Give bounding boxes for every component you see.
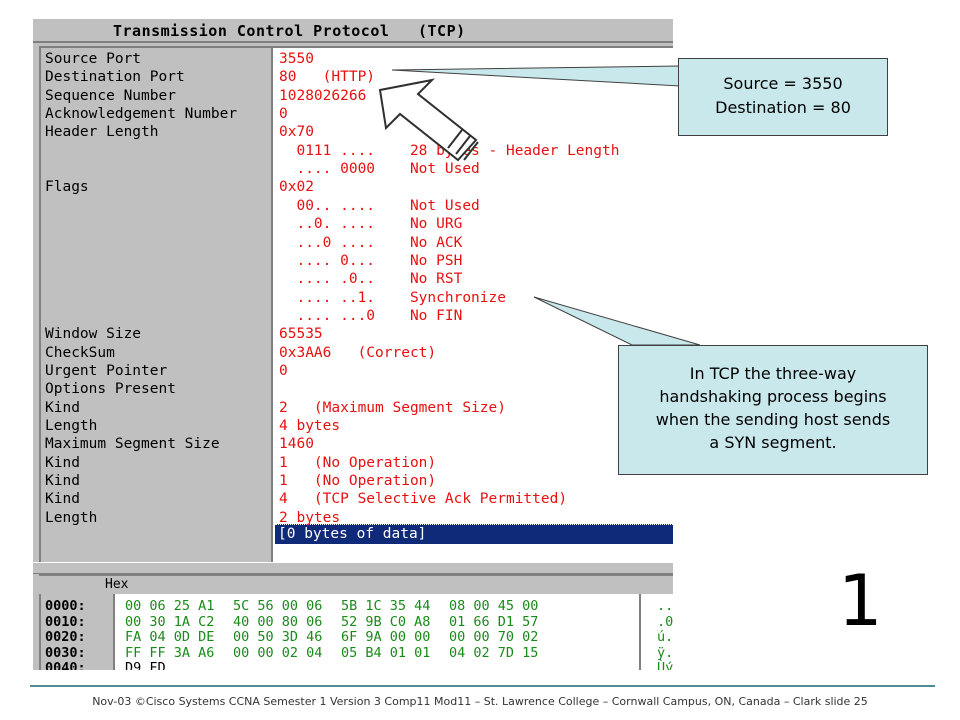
field-value[interactable]: 0x02 [279, 179, 314, 196]
field-name[interactable]: Kind [45, 454, 80, 471]
field-value[interactable]: 3550 [279, 51, 314, 67]
field-name[interactable]: Header Length [45, 124, 159, 141]
block-arrow-icon [378, 78, 479, 162]
field-value[interactable]: ..0. .... No URG [279, 216, 463, 233]
field-name[interactable]: Length [45, 418, 98, 434]
field-value[interactable]: 0x3AA6 (Correct) [279, 344, 437, 361]
ascii-divider [639, 594, 641, 670]
pane-splitter[interactable] [33, 562, 673, 574]
syn-callout-line: a SYN segment. [709, 433, 837, 452]
field-name[interactable]: Options Present [45, 381, 176, 398]
hex-ascii[interactable]: Ùý [657, 660, 673, 670]
hex-byte-group[interactable]: 05 B4 01 01 [341, 644, 431, 661]
hex-dump-pane[interactable]: 0000:0010:0020:0030:0040: 00 06 25 A1 5C … [39, 594, 673, 670]
field-name[interactable]: CheckSum [45, 344, 115, 361]
hex-byte-group[interactable]: 00 30 1A C2 [125, 613, 215, 630]
field-name[interactable]: Length [45, 509, 98, 526]
field-name[interactable]: Kind [45, 473, 80, 490]
hex-byte-group[interactable]: 6F 9A 00 00 [341, 629, 431, 646]
hex-byte-group[interactable]: FF FF 3A A6 [125, 644, 215, 661]
hex-byte-group[interactable]: 5C 56 00 06 [233, 598, 323, 614]
field-value[interactable]: 4 bytes [279, 418, 341, 434]
field-value[interactable]: 0 [279, 106, 288, 123]
hex-byte-group[interactable]: 00 50 3D 46 [233, 629, 323, 646]
hex-byte-group[interactable]: D9 FD [125, 660, 166, 670]
field-value[interactable]: 1 (No Operation) [279, 454, 437, 471]
hex-byte-group[interactable]: 5B 1C 35 44 [341, 598, 431, 614]
field-name[interactable]: Sequence Number [45, 87, 176, 104]
hex-offset: 0030: [45, 644, 86, 661]
field-value[interactable]: 1 (No Operation) [279, 473, 437, 490]
field-value[interactable]: .... ..1. Synchronize [279, 289, 506, 306]
selected-data-row[interactable]: [0 bytes of data] [275, 524, 673, 544]
ports-callout-line-1: Source = 3550 [723, 74, 843, 93]
field-value[interactable]: 1028026266 [279, 87, 367, 104]
packet-decoder-window: Transmission Control Protocol (TCP) Sour… [33, 18, 673, 670]
syn-callout-line: when the sending host sends [655, 410, 891, 429]
protocol-title-bar[interactable]: Transmission Control Protocol (TCP) [33, 18, 673, 43]
field-value[interactable]: 65535 [279, 326, 323, 343]
hex-byte-group[interactable]: 08 00 45 00 [449, 598, 539, 614]
hex-byte-group[interactable]: 52 9B C0 A8 [341, 613, 431, 630]
field-value[interactable]: 80 (HTTP) [279, 69, 376, 86]
hex-ascii[interactable]: .. [657, 598, 673, 614]
field-name[interactable]: Acknowledgement Number [45, 106, 238, 123]
field-name[interactable]: Window Size [45, 326, 142, 343]
field-name[interactable]: Urgent Pointer [45, 362, 168, 379]
field-value[interactable]: 2 (Maximum Segment Size) [279, 399, 506, 416]
slide-step-number: 1 [838, 560, 883, 642]
hex-byte-group[interactable]: 01 66 D1 57 [449, 613, 539, 630]
field-value[interactable]: .... ...0 No FIN [279, 307, 463, 324]
hex-byte-group[interactable]: 04 02 7D 15 [449, 644, 539, 661]
selected-data-label: [0 bytes of data] [278, 526, 427, 542]
hex-byte-group[interactable]: FA 04 0D DE [125, 629, 215, 646]
field-name[interactable]: Source Port [45, 51, 142, 67]
hex-byte-group[interactable]: 40 00 80 06 [233, 613, 323, 630]
field-value[interactable]: 2 bytes [279, 509, 341, 526]
hex-offset: 0010: [45, 613, 86, 630]
hex-byte-group[interactable]: 00 06 25 A1 [125, 598, 215, 614]
field-value[interactable]: 0x70 [279, 124, 314, 141]
hex-offset-column: 0000:0010:0020:0030:0040: [41, 594, 115, 670]
field-value[interactable]: 0 [279, 362, 288, 379]
hex-header: Hex [39, 574, 673, 594]
hex-ascii[interactable]: ú. [657, 629, 673, 646]
hex-label: Hex [105, 577, 129, 592]
hex-byte-group[interactable]: 00 00 70 02 [449, 629, 539, 646]
syn-callout-line: In TCP the three-way [689, 364, 857, 383]
ports-callout-tail [391, 65, 681, 87]
field-value[interactable]: ...0 .... No ACK [279, 234, 463, 251]
syn-callout-tail [533, 296, 701, 346]
field-name[interactable]: Destination Port [45, 69, 185, 86]
syn-callout-line: handshaking process begins [659, 387, 887, 406]
hex-ascii[interactable]: .0 [657, 613, 673, 630]
slide-footer: Nov-03 ©Cisco Systems CCNA Semester 1 Ve… [92, 695, 868, 708]
field-value[interactable]: .... 0... No PSH [279, 252, 463, 269]
hex-ascii[interactable]: ÿ. [657, 644, 673, 661]
field-value[interactable]: .... .0.. No RST [279, 271, 463, 288]
hex-offset: 0000: [45, 598, 86, 614]
hex-offset: 0020: [45, 629, 86, 646]
ports-callout-line-2: Destination = 80 [715, 98, 851, 117]
field-name[interactable]: Kind [45, 491, 80, 508]
ports-callout: Source = 3550 Destination = 80 [678, 58, 888, 136]
field-value[interactable]: .... 0000 Not Used [279, 161, 480, 178]
field-value[interactable]: 4 (TCP Selective Ack Permitted) [279, 491, 568, 508]
hex-byte-group[interactable]: 00 00 02 04 [233, 644, 323, 661]
field-value[interactable]: 00.. .... Not Used [279, 197, 480, 214]
syn-callout: In TCP the three-way handshaking process… [618, 345, 928, 475]
hex-offset: 0040: [45, 660, 86, 670]
field-name[interactable]: Maximum Segment Size [45, 436, 220, 453]
field-name[interactable]: Flags [45, 179, 89, 196]
footer-rule [30, 685, 935, 687]
protocol-title: Transmission Control Protocol (TCP) [113, 22, 466, 40]
field-value[interactable]: 1460 [279, 436, 314, 453]
field-name[interactable]: Kind [45, 399, 80, 416]
